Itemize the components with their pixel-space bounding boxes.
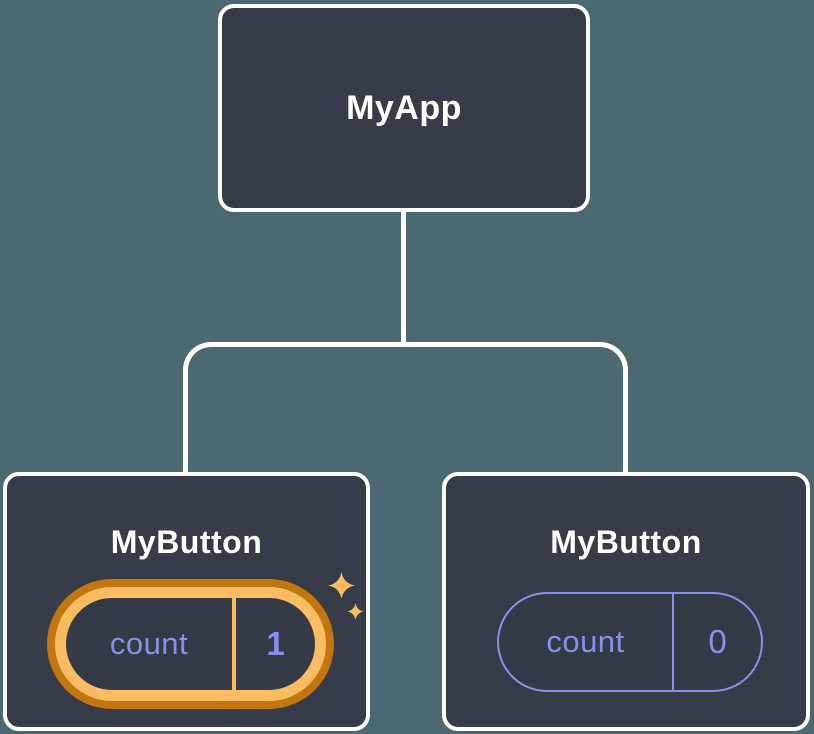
node-myapp: MyApp bbox=[218, 4, 590, 212]
pill-divider bbox=[232, 598, 236, 690]
node-mybutton-label: MyButton bbox=[110, 524, 263, 560]
sparkle-icon-small bbox=[347, 603, 364, 620]
state-name: count bbox=[546, 624, 625, 659]
node-mybutton-plain: MyButton count 0 bbox=[442, 472, 810, 731]
state-pill-highlighted: count 1 bbox=[55, 587, 326, 701]
connector-stem bbox=[401, 212, 406, 346]
node-mybutton-label: MyButton bbox=[550, 524, 702, 560]
state-value: 1 bbox=[266, 625, 285, 662]
pill-divider bbox=[672, 594, 674, 690]
state-name: count bbox=[109, 626, 189, 661]
node-myapp-label: MyApp bbox=[346, 88, 462, 127]
state-pill-plain: count 0 bbox=[497, 592, 763, 692]
state-value: 0 bbox=[708, 623, 727, 660]
node-mybutton-highlighted: MyButton count 1 bbox=[3, 472, 370, 731]
connector-bracket bbox=[183, 342, 628, 472]
sparkle-icon-large bbox=[328, 572, 355, 599]
